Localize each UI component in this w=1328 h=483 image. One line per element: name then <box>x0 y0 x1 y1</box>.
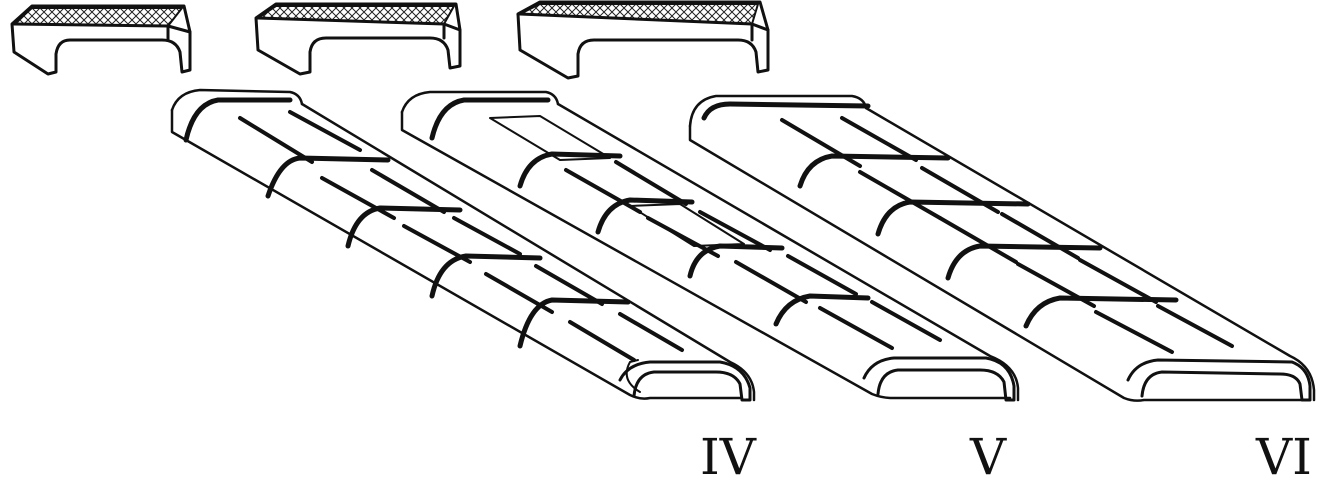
channel-IV <box>170 88 756 402</box>
channel-VI <box>688 94 1316 402</box>
grate-piece-1 <box>10 4 192 76</box>
label-V: V <box>969 428 1007 483</box>
label-IV: IV <box>700 428 757 483</box>
grate-piece-2 <box>254 2 462 76</box>
label-VI: VI <box>1255 428 1312 483</box>
grate-piece-3 <box>516 0 770 80</box>
channel-V <box>400 90 1020 402</box>
